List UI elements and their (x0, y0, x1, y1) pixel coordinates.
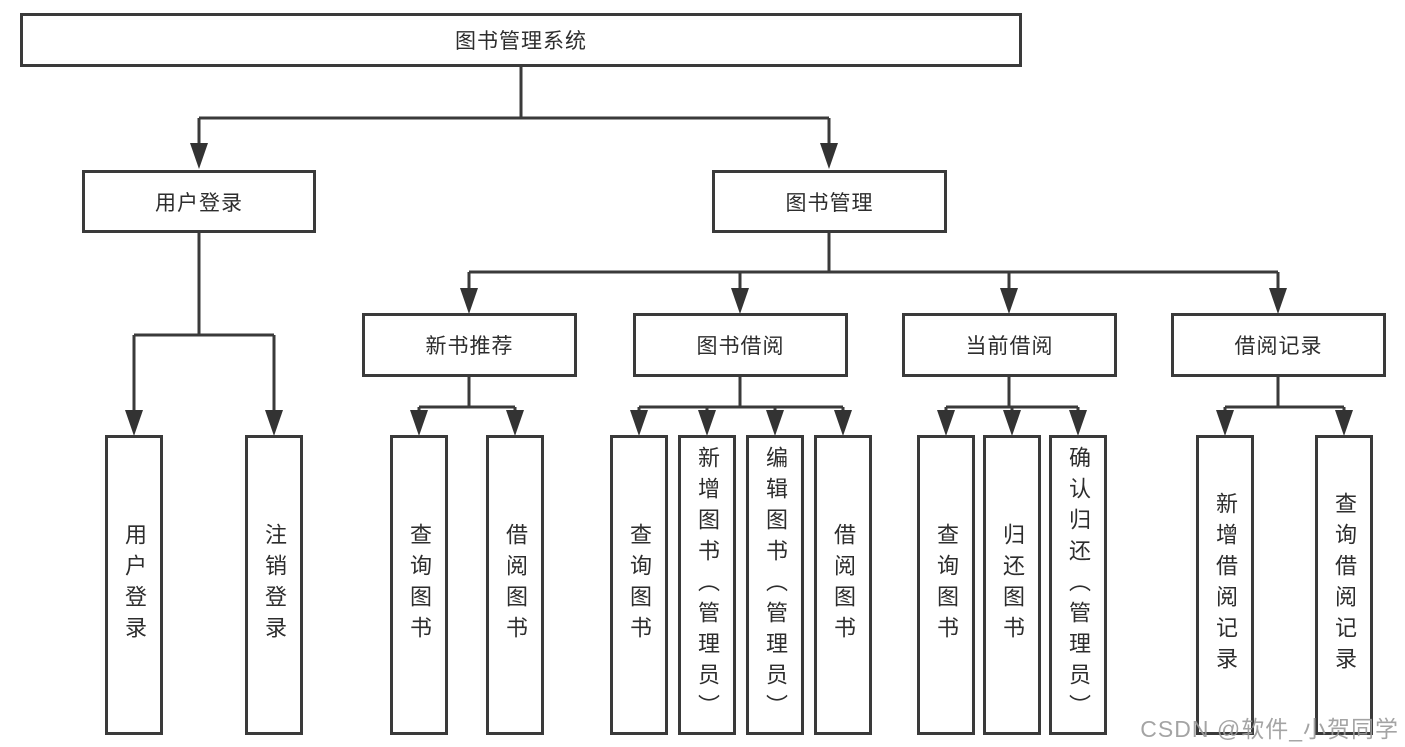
node-book-management: 图书管理 (712, 170, 947, 233)
leaf-confirm-return-admin: 确认归还（管理员） (1049, 435, 1107, 735)
leaf-query-books: 查询图书 (390, 435, 448, 735)
node-user-login: 用户登录 (82, 170, 316, 233)
leaf-logout: 注销登录 (245, 435, 303, 735)
leaf-query-borrow-record: 查询借阅记录 (1315, 435, 1373, 735)
leaf-add-borrow-record: 新增借阅记录 (1196, 435, 1254, 735)
arrowheads (125, 143, 1353, 436)
leaf-add-book-admin: 新增图书（管理员） (678, 435, 736, 735)
node-root-system: 图书管理系统 (20, 13, 1022, 67)
leaf-edit-book-admin: 编辑图书（管理员） (746, 435, 804, 735)
leaf-borrow-book: 借阅图书 (486, 435, 544, 735)
leaf-query-books: 查询图书 (610, 435, 668, 735)
node-borrow-record: 借阅记录 (1171, 313, 1386, 377)
node-current-borrow: 当前借阅 (902, 313, 1117, 377)
node-book-borrow: 图书借阅 (633, 313, 848, 377)
csdn-watermark: CSDN @软件_小贺同学 (1140, 716, 1399, 742)
leaf-return-book: 归还图书 (983, 435, 1041, 735)
node-new-book-recommend: 新书推荐 (362, 313, 577, 377)
leaf-query-books: 查询图书 (917, 435, 975, 735)
leaf-borrow-book: 借阅图书 (814, 435, 872, 735)
leaf-user-login: 用户登录 (105, 435, 163, 735)
